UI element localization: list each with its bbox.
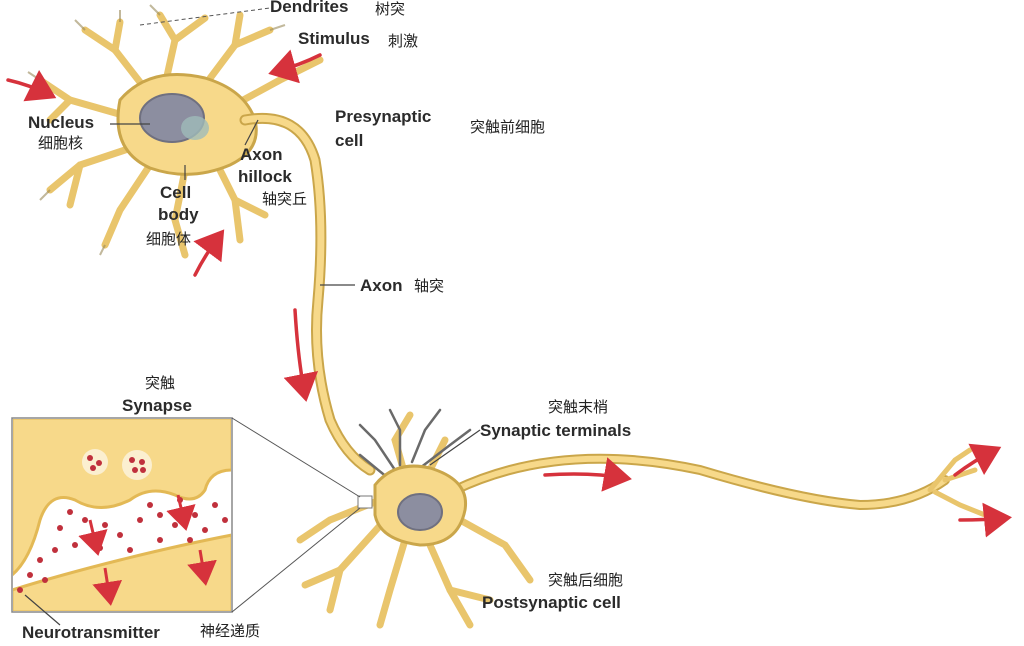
postsynaptic-cell — [296, 408, 988, 629]
label-cell-body-2: body — [158, 205, 199, 224]
label-axon-hillock-2: hillock — [238, 167, 292, 186]
label-axon-hillock-cn: 轴突丘 — [262, 190, 307, 208]
label-presynaptic-1: Presynaptic — [335, 107, 431, 126]
label-postsynaptic-cn: 突触后细胞 — [548, 571, 623, 589]
label-presynaptic-2: cell — [335, 131, 363, 150]
label-stimulus-cn: 刺激 — [388, 32, 418, 50]
label-axon-cn: 轴突 — [414, 277, 444, 295]
synapse-inset — [11, 417, 361, 613]
label-dendrites: Dendrites — [270, 0, 348, 16]
label-axon-hillock-1: Axon — [240, 145, 283, 164]
label-axon: Axon — [360, 276, 403, 295]
label-synapse: Synapse — [122, 396, 192, 415]
presynaptic-cell — [27, 4, 376, 476]
label-terminals: Synaptic terminals — [480, 421, 631, 440]
label-synapse-cn: 突触 — [145, 374, 175, 392]
label-nucleus-cn: 细胞核 — [38, 134, 83, 152]
label-cell-body-cn: 细胞体 — [146, 230, 191, 248]
label-neurotransmitter-cn: 神经递质 — [200, 622, 260, 640]
label-terminals-cn: 突触末梢 — [548, 398, 608, 416]
label-neurotransmitter: Neurotransmitter — [22, 623, 160, 642]
label-dendrites-cn: 树突 — [375, 0, 405, 18]
label-postsynaptic: Postsynaptic cell — [482, 593, 621, 612]
label-stimulus: Stimulus — [298, 29, 370, 48]
label-nucleus: Nucleus — [28, 113, 94, 132]
label-presynaptic-cn: 突触前细胞 — [470, 118, 545, 136]
signal-arrows — [6, 49, 1012, 538]
label-cell-body-1: Cell — [160, 183, 191, 202]
